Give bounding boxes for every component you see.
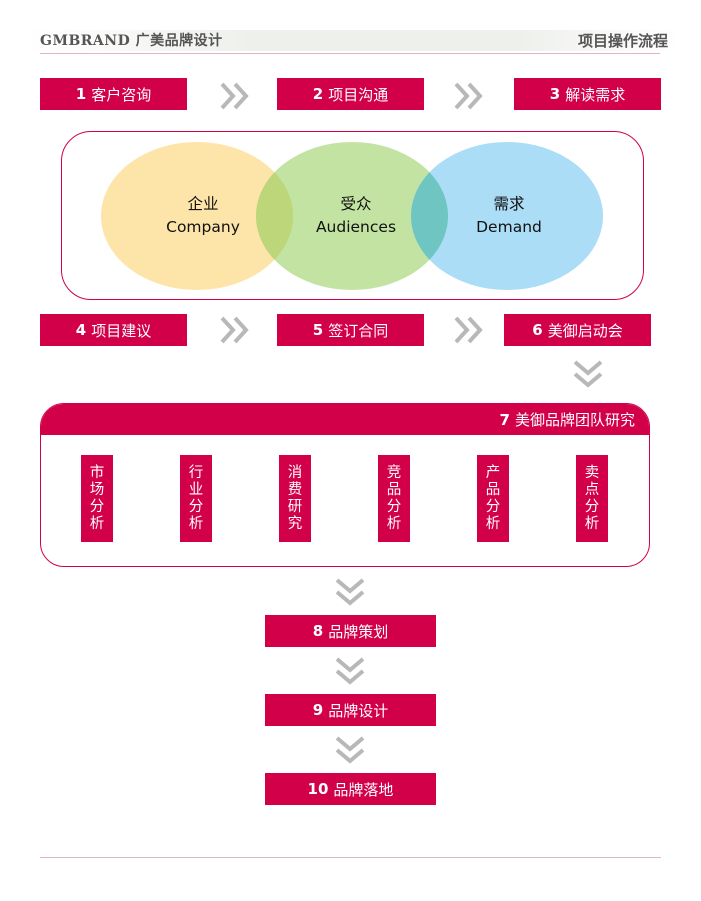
page-title: 项目操作流程	[578, 32, 669, 50]
venn-label-cn: 受众	[340, 195, 372, 213]
research-item-industry: 行业分析	[180, 455, 212, 542]
research-item-selling-point: 卖点分析	[576, 455, 608, 542]
research-item-label: 市场分析	[89, 464, 105, 532]
venn-label-demand: 需求 Demand	[449, 193, 569, 239]
chevron-right-icon	[220, 316, 249, 344]
step-number: 8	[312, 622, 324, 640]
step-number: 9	[312, 701, 324, 719]
chevron-right-icon	[454, 82, 483, 110]
step-label: 美御启动会	[547, 321, 623, 340]
step-6-box: 6 美御启动会	[504, 314, 651, 346]
venn-label-en: Company	[166, 218, 240, 236]
chevron-right-icon	[454, 316, 483, 344]
venn-label-en: Demand	[476, 218, 542, 236]
step-number: 10	[307, 780, 329, 798]
header-divider	[40, 53, 660, 54]
venn-frame	[61, 131, 644, 300]
step-number: 7	[499, 410, 510, 429]
step-label: 解读需求	[565, 85, 626, 104]
venn-circle-demand	[411, 142, 603, 290]
step-label: 品牌策划	[328, 622, 389, 641]
venn-circle-company	[101, 142, 293, 290]
research-item-label: 卖点分析	[584, 464, 600, 532]
venn-label-audiences: 受众 Audiences	[296, 193, 416, 239]
step-1-box: 1 客户咨询	[40, 78, 187, 110]
step-number: 1	[75, 85, 87, 103]
chevron-down-icon	[335, 657, 365, 685]
header-bar	[25, 30, 680, 51]
step-3-box: 3 解读需求	[514, 78, 661, 110]
step-label: 项目建议	[91, 321, 152, 340]
research-item-label: 消费研究	[287, 464, 303, 532]
step-8-box: 8 品牌策划	[265, 615, 436, 647]
chevron-right-icon	[220, 82, 249, 110]
research-item-market: 市场分析	[81, 455, 113, 542]
step-number: 5	[312, 321, 324, 339]
research-header: 7 美御品牌团队研究	[41, 404, 649, 435]
research-item-competitor: 竞品分析	[378, 455, 410, 542]
research-item-label: 行业分析	[188, 464, 204, 532]
research-item-label: 竞品分析	[386, 464, 402, 532]
step-number: 3	[549, 85, 561, 103]
brand-name: GMBRAND 广美品牌设计	[40, 33, 223, 49]
step-label: 签订合同	[328, 321, 389, 340]
research-item-label: 产品分析	[485, 464, 501, 532]
step-number: 4	[75, 321, 87, 339]
step-10-box: 10 品牌落地	[265, 773, 436, 805]
step-label: 品牌落地	[333, 780, 394, 799]
research-item-product: 产品分析	[477, 455, 509, 542]
step-5-box: 5 签订合同	[277, 314, 424, 346]
chevron-down-icon	[335, 736, 365, 764]
step-label: 客户咨询	[91, 85, 152, 104]
venn-label-company: 企业 Company	[143, 193, 263, 239]
footer-divider	[40, 857, 661, 858]
step-number: 6	[532, 321, 543, 339]
step-label: 品牌设计	[328, 701, 389, 720]
venn-label-cn: 企业	[187, 195, 219, 213]
research-title: 美御品牌团队研究	[514, 411, 635, 429]
research-item-consumer: 消费研究	[279, 455, 311, 542]
step-label: 项目沟通	[328, 85, 389, 104]
venn-label-cn: 需求	[493, 195, 525, 213]
venn-circle-audiences	[256, 142, 448, 290]
research-panel: 7 美御品牌团队研究	[40, 403, 650, 567]
venn-label-en: Audiences	[315, 218, 397, 236]
venn-diagram	[101, 142, 603, 290]
step-9-box: 9 品牌设计	[265, 694, 436, 726]
step-4-box: 4 项目建议	[40, 314, 187, 346]
chevron-down-icon	[335, 578, 365, 606]
step-2-box: 2 项目沟通	[277, 78, 424, 110]
step-number: 2	[312, 85, 324, 103]
chevron-down-icon	[573, 360, 603, 388]
